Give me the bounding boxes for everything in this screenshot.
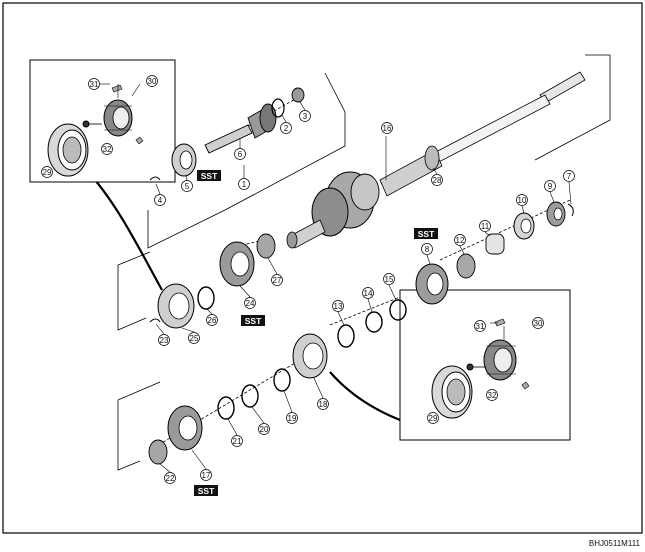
svg-text:18: 18: [319, 400, 328, 409]
svg-text:8: 8: [425, 245, 430, 254]
svg-text:29: 29: [429, 414, 438, 423]
svg-text:5: 5: [185, 182, 190, 191]
figure-frame: [2, 2, 643, 534]
sst-tag-lower-gear: SST: [194, 485, 218, 496]
callout-31-upper: 31: [88, 78, 100, 90]
callout-16: 16: [381, 122, 393, 134]
callout-27: 27: [271, 274, 283, 286]
detail-box-lower: [399, 289, 571, 441]
callout-19: 19: [286, 412, 298, 424]
callout-29-upper: 29: [41, 166, 53, 178]
svg-text:10: 10: [518, 196, 527, 205]
callout-1: 1: [238, 178, 250, 190]
countershaft-parts-right: [415, 201, 574, 305]
callout-leaders: [155, 101, 572, 473]
callout-4: 4: [154, 194, 166, 206]
svg-text:28: 28: [433, 176, 442, 185]
svg-text:6: 6: [238, 150, 243, 159]
svg-text:9: 9: [548, 182, 553, 191]
main-shaft-group: [286, 71, 586, 249]
callout-22: 22: [164, 472, 176, 484]
callout-26: 26: [206, 314, 218, 326]
svg-text:3: 3: [303, 112, 308, 121]
svg-text:17: 17: [202, 471, 211, 480]
callout-13: 13: [332, 300, 344, 312]
svg-text:4: 4: [158, 196, 163, 205]
callout-32-lower: 32: [486, 389, 498, 401]
callout-30-upper: 30: [146, 75, 158, 87]
svg-text:23: 23: [160, 336, 169, 345]
svg-text:20: 20: [260, 425, 269, 434]
detail-box-upper: [29, 59, 176, 183]
svg-text:31: 31: [476, 322, 485, 331]
callout-20: 20: [258, 423, 270, 435]
svg-text:16: 16: [383, 124, 392, 133]
svg-text:29: 29: [43, 168, 52, 177]
svg-text:24: 24: [246, 299, 255, 308]
callout-18: 18: [317, 398, 329, 410]
svg-text:12: 12: [456, 236, 465, 245]
callout-15: 15: [383, 273, 395, 285]
input-shaft-group: [149, 87, 305, 181]
callout-32-upper: 32: [101, 143, 113, 155]
svg-text:32: 32: [488, 391, 497, 400]
callout-7: 7: [563, 170, 575, 182]
callout-23: 23: [158, 334, 170, 346]
svg-text:32: 32: [103, 145, 112, 154]
sst-tag-countershaft-gear: SST: [414, 228, 438, 239]
sst-tag-middle-gear: SST: [241, 315, 265, 326]
clutch-sleeve-32a: [103, 99, 133, 137]
callout-9: 9: [544, 180, 556, 192]
lower-row-parts: [148, 333, 328, 465]
callout-30-lower: 30: [532, 317, 544, 329]
svg-text:30: 30: [148, 77, 157, 86]
callout-3: 3: [299, 110, 311, 122]
svg-text:13: 13: [334, 302, 343, 311]
svg-text:26: 26: [208, 316, 217, 325]
callout-2: 2: [280, 122, 292, 134]
callout-14: 14: [362, 287, 374, 299]
callout-8: 8: [421, 243, 433, 255]
middle-row-parts: [149, 233, 407, 348]
svg-text:SST: SST: [198, 486, 215, 496]
callout-10: 10: [516, 194, 528, 206]
callout-24: 24: [244, 297, 256, 309]
svg-text:27: 27: [273, 276, 282, 285]
svg-text:19: 19: [288, 414, 297, 423]
callout-25: 25: [188, 332, 200, 344]
svg-text:1: 1: [242, 180, 247, 189]
callout-6: 6: [234, 148, 246, 160]
callout-17: 17: [200, 469, 212, 481]
svg-text:14: 14: [364, 289, 373, 298]
svg-text:SST: SST: [418, 229, 435, 239]
svg-text:11: 11: [481, 222, 490, 231]
sst-tag-input-bearing: SST: [197, 170, 221, 181]
svg-text:25: 25: [190, 334, 199, 343]
callout-12: 12: [454, 234, 466, 246]
callout-28: 28: [431, 174, 443, 186]
svg-text:SST: SST: [201, 171, 218, 181]
callout-labels: 1 2 3 4 5 6 7 8 9 10 11 12 13 14 15 16 1…: [41, 75, 575, 484]
callout-29-lower: 29: [427, 412, 439, 424]
svg-text:31: 31: [90, 80, 99, 89]
callout-5: 5: [181, 180, 193, 192]
svg-text:15: 15: [385, 275, 394, 284]
svg-text:7: 7: [567, 172, 572, 181]
synchronizer-hub-29a: [47, 123, 89, 177]
clutch-sleeve-32b: [483, 339, 517, 381]
figure-code: BHJ0511M111: [589, 539, 641, 548]
svg-text:30: 30: [534, 319, 543, 328]
callout-31-lower: 31: [474, 320, 486, 332]
svg-text:22: 22: [166, 474, 175, 483]
svg-text:SST: SST: [245, 316, 262, 326]
svg-text:2: 2: [284, 124, 289, 133]
callout-21: 21: [231, 435, 243, 447]
svg-text:21: 21: [233, 437, 242, 446]
callout-11: 11: [479, 220, 491, 232]
synchronizer-hub-29b: [431, 365, 473, 419]
